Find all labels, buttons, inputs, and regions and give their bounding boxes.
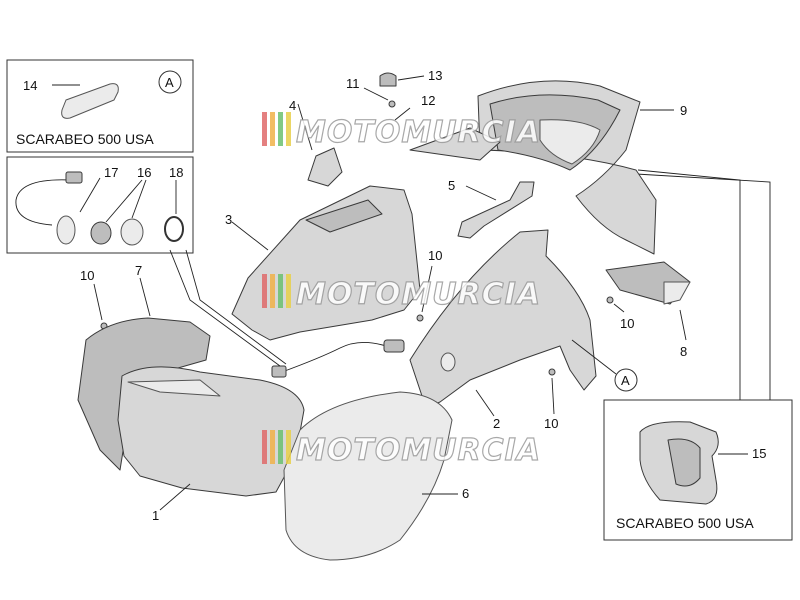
watermark-middle: MOTOMURCIA xyxy=(262,274,541,313)
callout-6: 6 xyxy=(462,486,469,501)
callout-15: 15 xyxy=(752,446,766,461)
inset-box-title-top: SCARABEO 500 USA xyxy=(16,131,154,147)
callout-8: 8 xyxy=(680,344,687,359)
callout-14: 14 xyxy=(23,78,37,93)
callout-10-right: 10 xyxy=(620,316,634,331)
inset-box-top-left: 14 A SCARABEO 500 USA xyxy=(6,59,194,153)
part-2-side-body xyxy=(409,229,597,417)
part-17-connector xyxy=(65,171,83,184)
screws-10 xyxy=(93,265,625,415)
callout-10-left: 10 xyxy=(80,268,94,283)
part-5-grab-handle xyxy=(457,181,535,239)
part-4-bracket xyxy=(297,103,343,187)
watermark-top: MOTOMURCIA xyxy=(262,112,541,151)
parts-11-13-hardware xyxy=(363,72,425,121)
ref-mark-a-circle-main xyxy=(614,368,638,392)
svg-text:MOTOMURCIA: MOTOMURCIA xyxy=(296,115,541,150)
part-1-front-shield xyxy=(117,366,305,511)
callout-3: 3 xyxy=(225,212,232,227)
callout-4: 4 xyxy=(289,98,296,113)
part-14-lens xyxy=(61,83,119,119)
svg-text:MOTOMURCIA: MOTOMURCIA xyxy=(296,277,541,312)
inset-box-left-wiring: 17 16 18 xyxy=(6,156,194,254)
wiring-harness-main xyxy=(169,249,405,378)
part-8-side-panel xyxy=(605,261,691,341)
callout-13: 13 xyxy=(428,68,442,83)
ref-mark-a-circle-top xyxy=(158,70,182,94)
ref-mark-a-top: A xyxy=(165,75,174,90)
part-16-bulb xyxy=(120,218,144,246)
callout-16: 16 xyxy=(137,165,151,180)
callout-18: 18 xyxy=(169,165,183,180)
callout-5: 5 xyxy=(448,178,455,193)
part-6-side-cover xyxy=(283,391,458,561)
part-3-inner-panel xyxy=(231,185,421,341)
callout-10-center: 10 xyxy=(428,248,442,263)
part-18-seal-ring xyxy=(164,216,184,242)
callout-17: 17 xyxy=(104,165,118,180)
callout-12: 12 xyxy=(421,93,435,108)
inset-box-bottom-right: 15 SCARABEO 500 USA xyxy=(603,399,793,541)
part-9-rear-cowl xyxy=(409,80,657,255)
inset-box-title-bottom: SCARABEO 500 USA xyxy=(616,515,754,531)
callout-9: 9 xyxy=(680,103,687,118)
part-7-leg-shield xyxy=(77,277,211,471)
part-11-screw xyxy=(388,100,396,108)
callout-1: 1 xyxy=(152,508,159,523)
part-13-cap xyxy=(379,72,397,87)
watermark-bottom: MOTOMURCIA xyxy=(262,430,541,469)
svg-text:MOTOMURCIA: MOTOMURCIA xyxy=(296,433,541,468)
callout-2: 2 xyxy=(493,416,500,431)
part-16-socket xyxy=(90,221,112,245)
callout-11: 11 xyxy=(346,76,360,91)
ref-mark-a-main: A xyxy=(621,373,630,388)
part-17-grommet xyxy=(56,215,76,245)
callout-7: 7 xyxy=(135,263,142,278)
callout-10-bottom: 10 xyxy=(544,416,558,431)
